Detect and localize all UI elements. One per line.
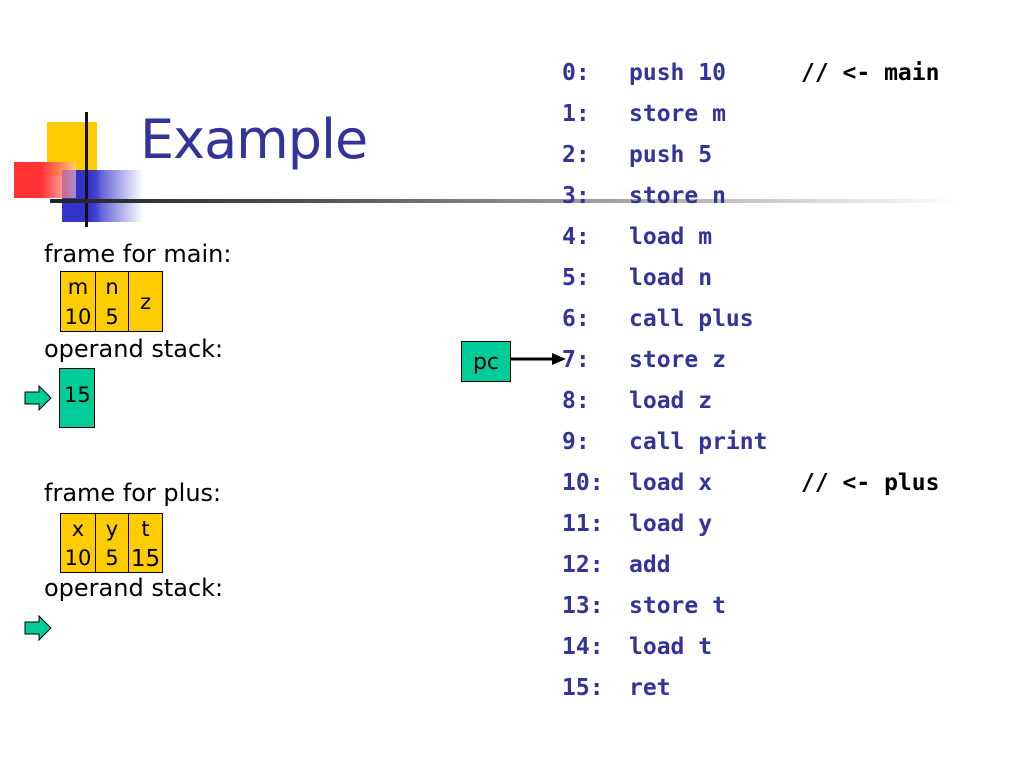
main-frame-cell-n-name: n	[105, 275, 119, 299]
code-line: 12: add	[562, 548, 939, 589]
code-line: 10: load x // <- plus	[562, 466, 939, 507]
plus-frame-cell-y: y 5	[96, 513, 129, 573]
code-line: 4: load m	[562, 220, 939, 261]
main-stack-item: 15	[59, 368, 95, 428]
code-line-index: 15:	[562, 675, 604, 701]
code-line-instruction: load m	[629, 224, 713, 250]
code-line-instruction: add	[629, 552, 671, 578]
main-frame-cell-z-name: z	[139, 289, 152, 314]
code-line-instruction: store z	[629, 347, 726, 373]
title-deco-red-square	[14, 162, 76, 198]
plus-frame-cell-t-name: t	[141, 517, 150, 541]
main-stack-item-value: 15	[64, 383, 91, 407]
code-line: 2: push 5	[562, 138, 939, 179]
code-line-index: 6:	[562, 306, 590, 332]
code-line-index: 0:	[562, 60, 590, 86]
plus-frame-label: frame for plus:	[44, 479, 222, 507]
code-line-index: 14:	[562, 634, 604, 660]
main-frame-cell-z: z	[129, 271, 163, 332]
code-line: 1: store m	[562, 97, 939, 138]
code-line: 11: load y	[562, 507, 939, 548]
plus-frame-cell-t: t 15	[129, 513, 163, 573]
code-line-instruction: call print	[629, 429, 768, 455]
code-line-index: 12:	[562, 552, 604, 578]
main-frame-cell-m-value: 10	[64, 305, 92, 329]
plus-stack-label: operand stack:	[44, 574, 224, 602]
plus-frame-cell-x-value: 10	[64, 546, 92, 570]
code-line-index: 7:	[562, 347, 590, 373]
code-line: 6: call plus	[562, 302, 939, 343]
title-deco-blue-fade	[88, 170, 143, 222]
code-line: 13: store t	[562, 589, 939, 630]
plus-stack-pointer-arrow-icon	[24, 615, 52, 641]
plus-frame-cell-x-name: x	[71, 517, 85, 541]
code-line-instruction: load x	[629, 470, 713, 496]
code-line-index: 5:	[562, 265, 590, 291]
title-deco-vertical-line	[85, 112, 88, 227]
code-line-instruction: push 10	[629, 60, 726, 86]
code-line-comment: // <- plus	[801, 470, 940, 496]
main-stack-pointer-arrow-icon	[24, 385, 52, 411]
main-frame-cell-n-value: 5	[105, 305, 119, 329]
slide-title: Example	[140, 108, 368, 171]
plus-frame-cell-y-name: y	[105, 517, 119, 541]
code-line-index: 1:	[562, 101, 590, 127]
code-line-index: 4:	[562, 224, 590, 250]
main-frame-label: frame for main:	[44, 240, 232, 268]
code-line-instruction: store n	[629, 183, 726, 209]
code-line-index: 10:	[562, 470, 604, 496]
plus-frame-cell-y-value: 5	[105, 546, 119, 570]
code-line-instruction: load y	[629, 511, 713, 537]
code-line-instruction: load z	[629, 388, 713, 414]
code-line: 3: store n	[562, 179, 939, 220]
code-line: 8: load z	[562, 384, 939, 425]
code-line: 14: load t	[562, 630, 939, 671]
code-line: 0: push 10 // <- main	[562, 56, 939, 97]
code-line-instruction: push 5	[629, 142, 713, 168]
bytecode-listing: 0: push 10 // <- main 1: store m 2: push 5 3: st…	[562, 56, 939, 712]
main-frame-cell-m: m 10	[61, 271, 96, 332]
code-line-instruction: store t	[629, 593, 726, 619]
code-line-index: 2:	[562, 142, 590, 168]
code-line-index: 8:	[562, 388, 590, 414]
plus-frame-cell-t-value: 15	[130, 546, 161, 572]
plus-frame-cell-x: x 10	[61, 513, 96, 573]
main-frame-table: m 10 n 5 z	[60, 271, 163, 332]
title-underline	[50, 199, 960, 203]
main-stack-label: operand stack:	[44, 335, 224, 363]
plus-frame-table: x 10 y 5 t 15	[60, 513, 163, 573]
pc-arrow-icon	[510, 353, 566, 365]
code-line-instruction: load t	[629, 634, 713, 660]
code-line-index: 11:	[562, 511, 604, 537]
main-frame-cell-n: n 5	[96, 271, 129, 332]
code-line-index: 13:	[562, 593, 604, 619]
code-line: 15: ret	[562, 671, 939, 712]
code-line-instruction: store m	[629, 101, 726, 127]
code-line-index: 3:	[562, 183, 590, 209]
code-line-instruction: load n	[629, 265, 713, 291]
pc-box: pc	[461, 341, 511, 382]
code-line: 9: call print	[562, 425, 939, 466]
code-line-instruction: ret	[629, 675, 671, 701]
code-line: 5: load n	[562, 261, 939, 302]
code-line: 7: store z	[562, 343, 939, 384]
code-line-instruction: call plus	[629, 306, 754, 332]
code-line-comment: // <- main	[801, 60, 940, 86]
main-frame-cell-m-name: m	[67, 275, 89, 299]
code-line-index: 9:	[562, 429, 590, 455]
